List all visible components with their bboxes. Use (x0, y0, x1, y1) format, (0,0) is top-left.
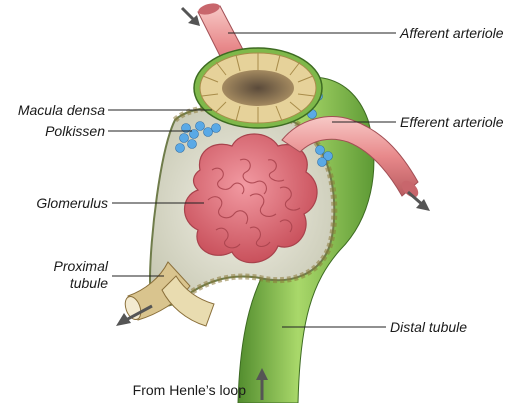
label-afferent-arteriole: Afferent arteriole (399, 25, 504, 41)
macula-densa-shape (194, 48, 322, 128)
label-macula-densa: Macula densa (18, 102, 105, 118)
flow-arrow-afferent (182, 8, 200, 26)
flow-arrow-efferent (408, 192, 430, 211)
label-glomerulus: Glomerulus (36, 195, 108, 211)
label-efferent-arteriole: Efferent arteriole (400, 114, 504, 130)
label-polkissen: Polkissen (45, 123, 105, 139)
label-proximal-tubule-line1: Proximal (54, 258, 109, 274)
label-from-henles-loop: From Henle’s loop (133, 382, 247, 398)
label-distal-tubule: Distal tubule (390, 319, 467, 335)
label-proximal-tubule-line2: tubule (70, 275, 108, 291)
